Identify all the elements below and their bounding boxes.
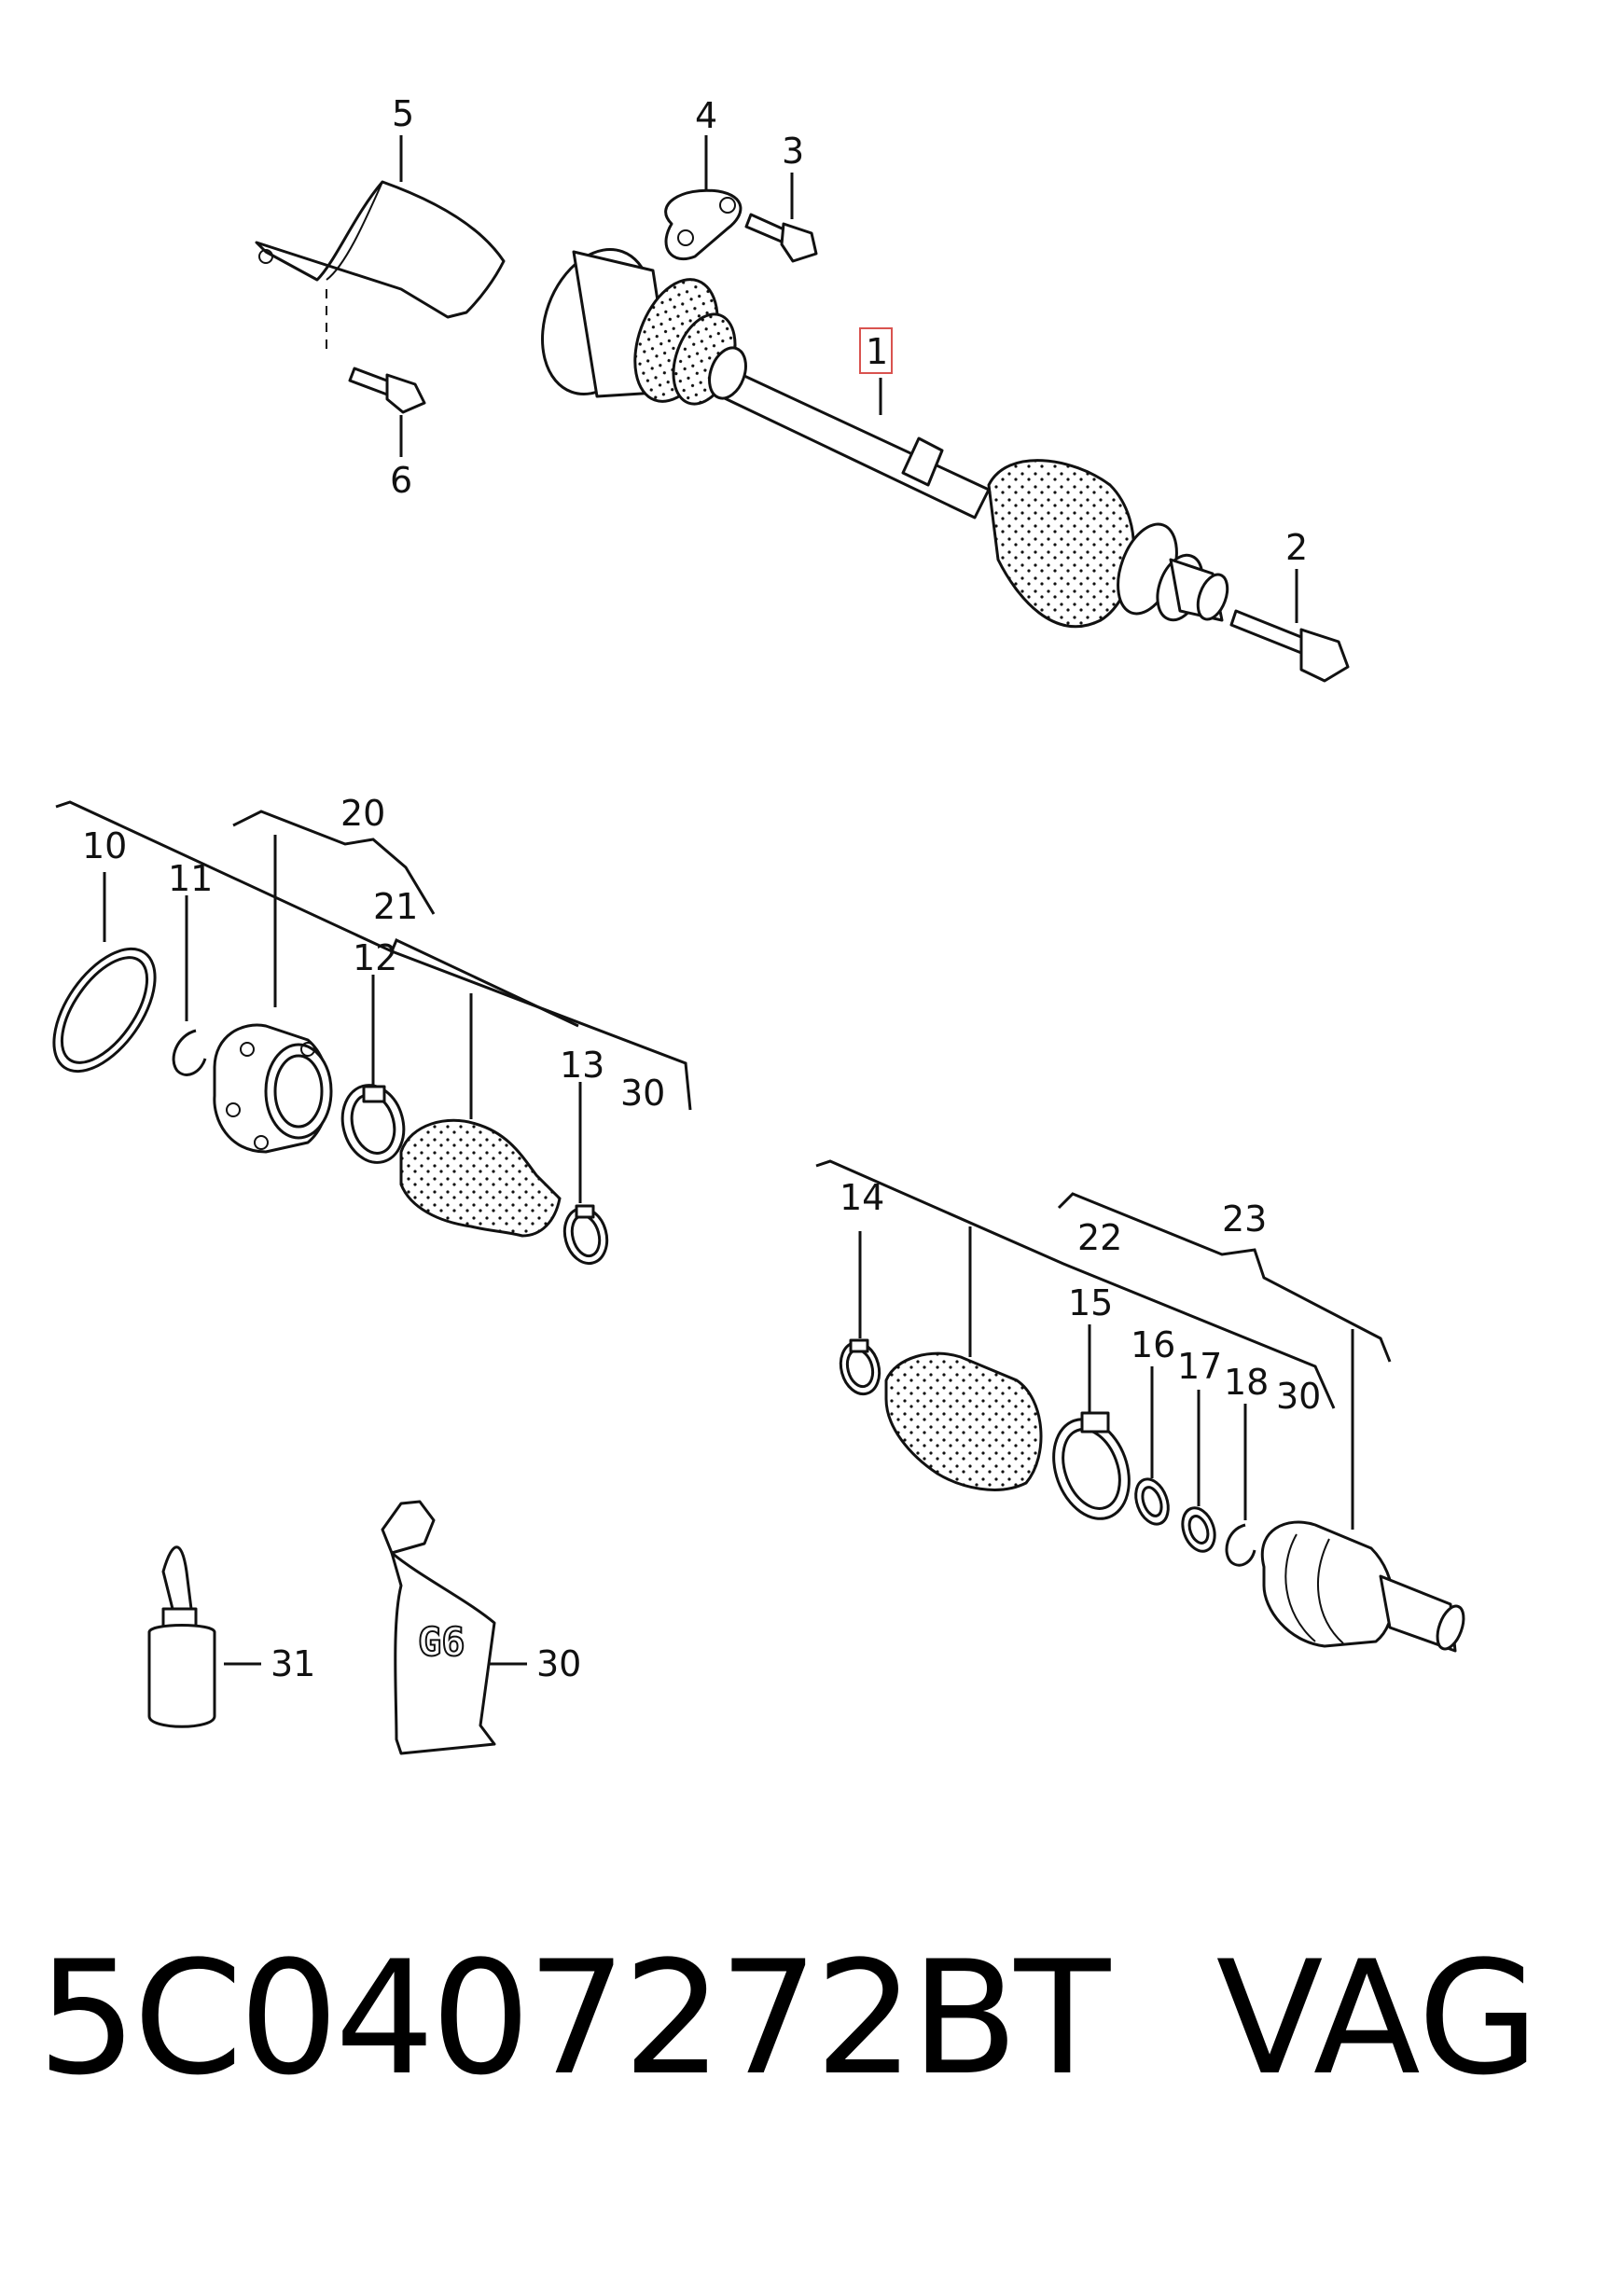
callout-15: 15 (1068, 1282, 1113, 1323)
callout-4: 4 (695, 95, 717, 136)
footer: 5C0407272BT VAG (37, 1940, 1586, 2127)
callout-22: 22 (1077, 1217, 1122, 1258)
callout-11: 11 (168, 858, 213, 899)
callout-1-highlight (859, 327, 893, 374)
drive-shaft-assembly (541, 248, 1229, 629)
clamp-13 (562, 1204, 609, 1266)
callout-21: 21 (373, 886, 418, 927)
callout-10: 10 (82, 825, 127, 866)
callout-20: 20 (340, 793, 385, 834)
heat-shield-5 (255, 180, 506, 350)
circlip-11 (172, 1029, 207, 1076)
bolt-6 (348, 367, 426, 414)
callout-1: 1 (866, 331, 888, 372)
retaining-plate-4 (664, 188, 743, 261)
adhesive-bottle-31 (147, 1545, 216, 1728)
brackets-right (815, 1159, 1392, 1530)
callout-16: 16 (1131, 1324, 1175, 1365)
callout-30-right: 30 (1276, 1376, 1321, 1417)
callout-2: 2 (1285, 527, 1308, 568)
callout-3: 3 (782, 131, 804, 172)
tube-label: G6 (418, 1619, 465, 1665)
boot-outer (884, 1351, 1043, 1491)
callout-13: 13 (560, 1045, 604, 1086)
grease-tube-30: G6 (381, 1500, 496, 1755)
callout-30-left: 30 (620, 1073, 665, 1114)
callout-18: 18 (1224, 1362, 1269, 1403)
callout-12: 12 (353, 937, 397, 978)
gasket-ring-10 (52, 947, 157, 1074)
brand-name: VAG (1215, 1927, 1539, 2110)
callout-31: 31 (271, 1643, 315, 1684)
washer-17 (1181, 1506, 1216, 1553)
callout-23: 23 (1222, 1198, 1267, 1240)
clamp-14 (839, 1338, 881, 1396)
clamp-12 (340, 1084, 406, 1164)
circlip-18 (1225, 1523, 1256, 1567)
callout-17: 17 (1177, 1346, 1222, 1387)
boot-inner (399, 1118, 562, 1238)
callout-5: 5 (392, 93, 414, 134)
spacer-16 (1134, 1477, 1170, 1526)
part-number: 5C0407272BT (37, 1927, 1110, 2110)
brackets-left (55, 800, 692, 1119)
clamp-15 (1052, 1411, 1131, 1520)
bolt-2 (1229, 609, 1350, 683)
callout-6: 6 (390, 460, 412, 501)
cv-joint-outer (1260, 1520, 1465, 1653)
callout-30-tube: 30 (536, 1643, 581, 1684)
callout-14: 14 (840, 1177, 884, 1218)
cv-joint-inner (213, 1023, 333, 1154)
screw-3 (744, 213, 818, 263)
